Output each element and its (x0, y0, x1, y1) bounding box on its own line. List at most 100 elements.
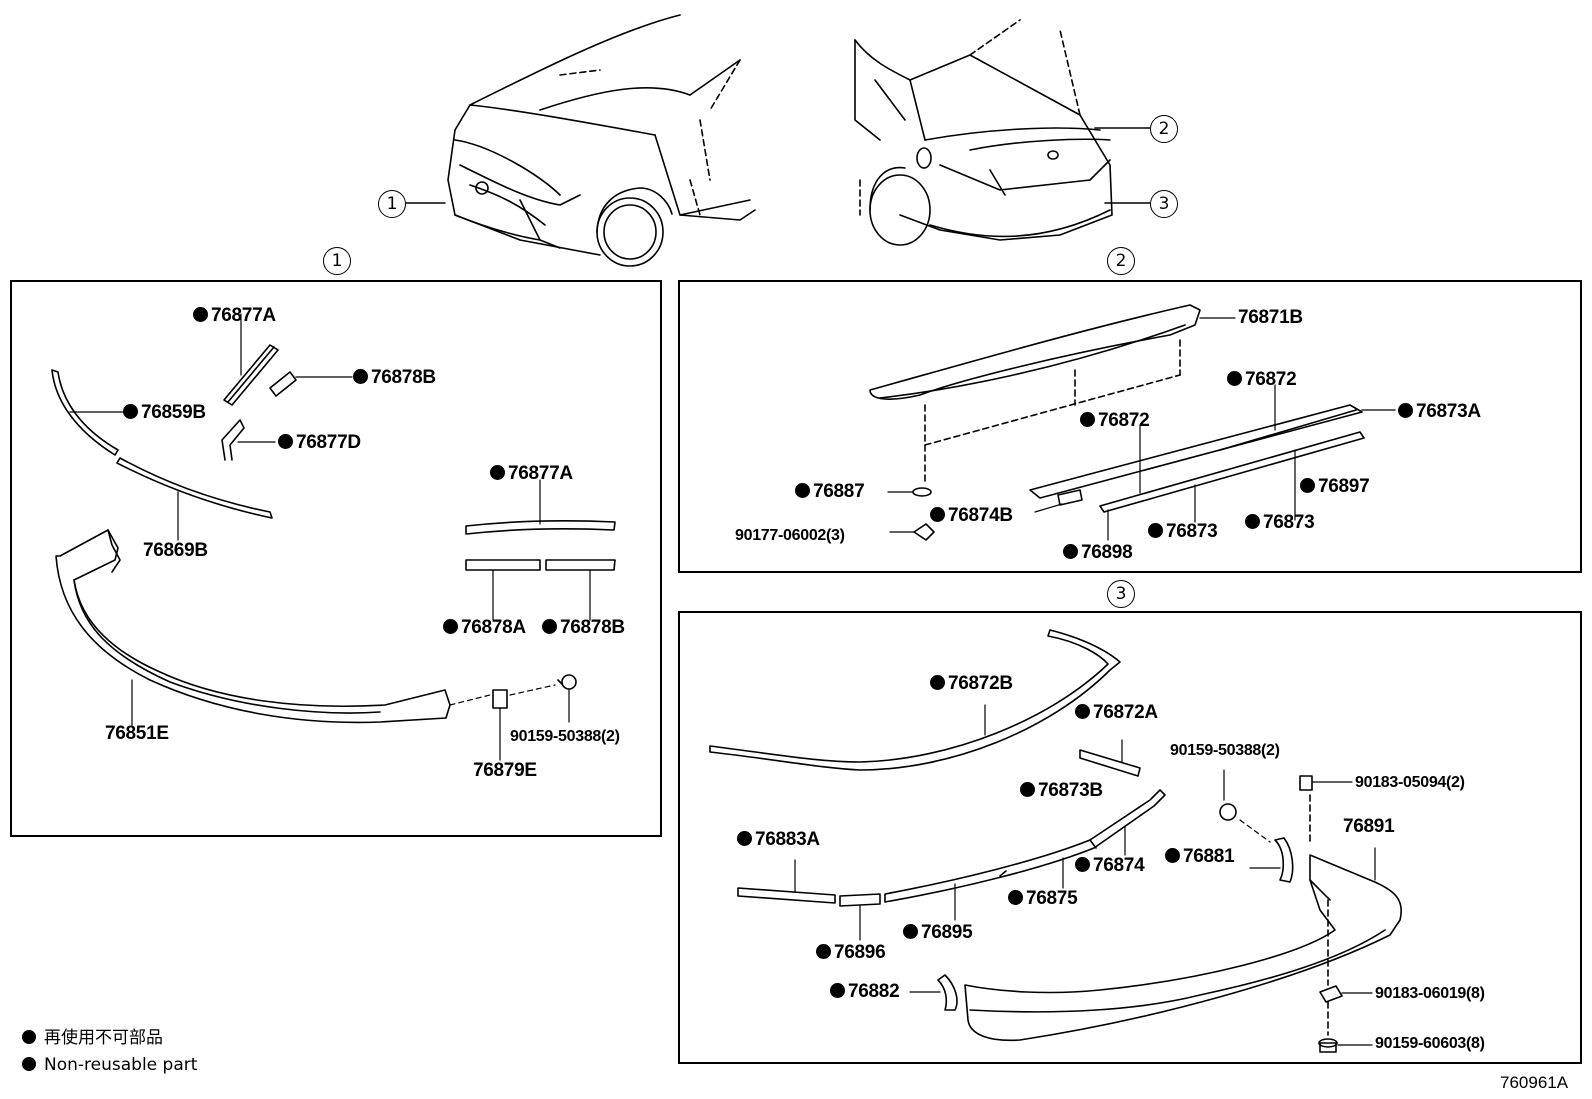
part-label: 76872B (930, 673, 1013, 695)
part-number: 76872B (948, 673, 1013, 694)
part-label: 90183-05094(2) (1355, 772, 1465, 794)
non-reusable-dot-icon (1075, 704, 1090, 719)
non-reusable-dot-icon (490, 465, 505, 480)
part-label: 76872 (1227, 369, 1297, 391)
part-label: 90159-60603(8) (1375, 1033, 1485, 1055)
non-reusable-dot-icon (737, 831, 752, 846)
part-label: 76873 (1245, 512, 1315, 534)
part-label: 76851E (105, 723, 169, 745)
non-reusable-dot-icon (795, 483, 810, 498)
part-label: 76874B (930, 505, 1013, 527)
part-number: 90159-50388(2) (1170, 742, 1280, 759)
part-label: 90159-50388(2) (1170, 740, 1280, 762)
part-label: 76875 (1008, 888, 1078, 910)
part-label: 76879E (473, 760, 537, 782)
non-reusable-dot-icon (1300, 478, 1315, 493)
callout-3-rear-car: 3 (1150, 190, 1178, 218)
part-label: 76871B (1238, 307, 1303, 329)
part-number: 76898 (1081, 542, 1133, 563)
part-label: 76872 (1080, 410, 1150, 432)
part-number: 76882 (848, 981, 900, 1002)
legend-jp: 再使用不可部品 (22, 1025, 163, 1051)
callout-2-rear-car: 2 (1150, 115, 1178, 143)
non-reusable-dot-icon (1165, 848, 1180, 863)
part-number: 76896 (834, 942, 886, 963)
part-label: 76873 (1148, 521, 1218, 543)
part-number: 76875 (1026, 888, 1078, 909)
non-reusable-dot-icon (353, 369, 368, 384)
part-label: 76877D (278, 432, 361, 454)
part-number: 90159-60603(8) (1375, 1035, 1485, 1052)
part-number: 76851E (105, 723, 169, 744)
non-reusable-dot-icon (1148, 523, 1163, 538)
part-label: 76897 (1300, 476, 1370, 498)
non-reusable-dot-icon (930, 507, 945, 522)
non-reusable-dot-icon (1227, 371, 1242, 386)
legend-en: Non-reusable part (22, 1052, 197, 1078)
part-label: 76878B (542, 617, 625, 639)
non-reusable-dot-icon (1008, 890, 1023, 905)
part-number: 76873 (1263, 512, 1315, 533)
part-number: 90183-06019(8) (1375, 985, 1485, 1002)
part-label: 76873B (1020, 780, 1103, 802)
legend-text-jp: 再使用不可部品 (44, 1028, 163, 1048)
non-reusable-dot-icon (443, 619, 458, 634)
non-reusable-dot-icon (193, 307, 208, 322)
part-number: 76883A (755, 829, 820, 850)
panel3-callout: 3 (1107, 580, 1135, 608)
part-label: 76874 (1075, 855, 1145, 877)
non-reusable-dot-icon (1063, 544, 1078, 559)
non-reusable-dot-icon (22, 1030, 36, 1044)
panel2-callout: 2 (1107, 247, 1135, 275)
panel2-artwork (869, 304, 1396, 541)
part-label: 76882 (830, 981, 900, 1003)
part-number: 76874B (948, 505, 1013, 526)
part-label: 76883A (737, 829, 820, 851)
part-label: 76873A (1398, 401, 1481, 423)
non-reusable-dot-icon (1080, 412, 1095, 427)
part-label: 90183-06019(8) (1375, 983, 1485, 1005)
front-car-illustration (447, 14, 756, 267)
non-reusable-dot-icon (930, 675, 945, 690)
part-label: 76869B (143, 540, 208, 562)
part-number: 90177-06002(3) (735, 527, 845, 544)
part-number: 76887 (813, 481, 865, 502)
part-label: 76895 (903, 922, 973, 944)
non-reusable-dot-icon (1245, 514, 1260, 529)
non-reusable-dot-icon (123, 404, 138, 419)
part-number: 76874 (1093, 855, 1145, 876)
part-number: 76878B (560, 617, 625, 638)
part-number: 76881 (1183, 846, 1235, 867)
panel-3-rear-lower (678, 611, 1582, 1064)
non-reusable-dot-icon (816, 944, 831, 959)
part-number: 76872 (1245, 369, 1297, 390)
non-reusable-dot-icon (278, 434, 293, 449)
part-number: 76877A (508, 463, 573, 484)
part-label: 90159-50388(2) (510, 726, 620, 748)
non-reusable-dot-icon (1398, 403, 1413, 418)
non-reusable-dot-icon (1075, 857, 1090, 872)
non-reusable-dot-icon (830, 983, 845, 998)
panel-2-rear-spoiler (678, 280, 1582, 573)
non-reusable-dot-icon (22, 1057, 36, 1071)
document-id: 760961A (1500, 1073, 1569, 1092)
part-number: 76877D (296, 432, 361, 453)
part-number: 76895 (921, 922, 973, 943)
part-label: 76881 (1165, 846, 1235, 868)
panel1-artwork (51, 313, 616, 761)
panel-1-front-lip (10, 280, 662, 837)
part-label: 76877A (193, 305, 276, 327)
part-label: 76887 (795, 481, 865, 503)
non-reusable-dot-icon (542, 619, 557, 634)
part-number: 76873A (1416, 401, 1481, 422)
part-label: 76878B (353, 367, 436, 389)
part-number: 90183-05094(2) (1355, 774, 1465, 791)
part-number: 76878B (371, 367, 436, 388)
rear-car-illustration (854, 19, 1113, 246)
part-label: 76896 (816, 942, 886, 964)
part-number: 76869B (143, 540, 208, 561)
legend-text-en: Non-reusable part (44, 1055, 198, 1075)
part-label: 76877A (490, 463, 573, 485)
part-number: 76873B (1038, 780, 1103, 801)
